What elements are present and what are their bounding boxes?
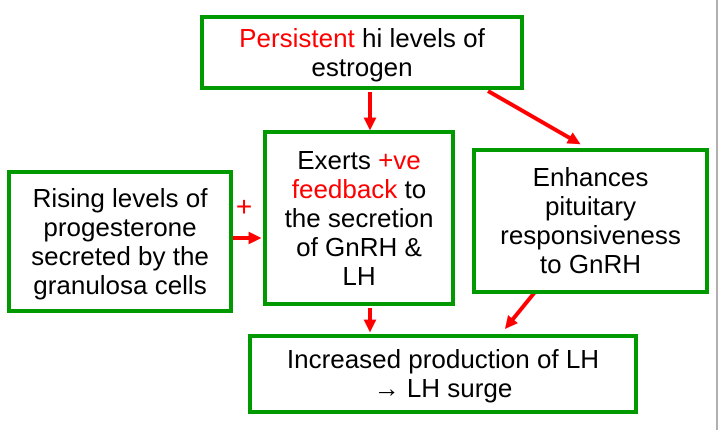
box-estrogen: Persistent hi levels of estrogen (200, 15, 524, 90)
arrow-pituitary-to-lhsurge (504, 290, 537, 329)
text-line: responsiveness (500, 221, 681, 250)
arrow-estrogen-to-pituitary (487, 89, 581, 145)
box-positive-feedback: Exerts +ve feedback to the secretion of … (263, 130, 455, 306)
text-segment: +ve (378, 144, 421, 175)
text-segment: secreted by the (31, 240, 209, 271)
text-segment: Exerts (297, 144, 379, 175)
text-segment: to GnRH (539, 249, 642, 279)
text-segment: feedback (291, 173, 398, 204)
box-pituitary-responsiveness: Enhances pituitary responsiveness to GnR… (472, 148, 709, 294)
text-segment: Increased production of LH (286, 344, 600, 374)
text-segment: → LH surge (373, 373, 513, 403)
text-segment: Enhances (532, 162, 649, 192)
text-segment: Persistent (239, 22, 362, 53)
box-progesterone: Rising levels of progesterone secreted b… (7, 170, 233, 313)
text-line: Exerts +ve (297, 144, 421, 175)
text-line: → LH surge (374, 374, 513, 403)
text-segment: LH (342, 260, 376, 291)
text-line: of GnRH & (296, 231, 422, 262)
text-segment: estrogen (311, 51, 413, 82)
text-line: to GnRH (540, 250, 641, 279)
slide-edge-line (716, 0, 718, 430)
text-line: LH (342, 260, 376, 291)
text-line: progesterone (43, 211, 197, 242)
text-line: feedback to (291, 173, 427, 204)
text-line: granulosa cells (33, 269, 207, 300)
text-line: Increased production of LH (287, 345, 599, 374)
plus-sign-label: + (235, 191, 253, 222)
text-segment: Rising levels of (32, 182, 208, 213)
text-line: Persistent hi levels of (239, 22, 485, 53)
text-segment: granulosa cells (33, 269, 207, 300)
text-line: estrogen (311, 51, 413, 82)
text-line: secreted by the (31, 240, 209, 271)
text-line: the secretion (284, 202, 434, 233)
text-segment: progesterone (43, 211, 197, 242)
text-segment: the secretion (284, 202, 434, 233)
text-line: pituitary (545, 192, 636, 221)
box-lh-surge: Increased production of LH → LH surge (248, 334, 638, 414)
text-segment: pituitary (544, 191, 637, 221)
text-line: Enhances (533, 163, 649, 192)
text-line: Rising levels of (32, 182, 208, 213)
text-segment: responsiveness (500, 220, 681, 250)
text-segment: of GnRH & (296, 231, 422, 262)
text-segment: hi levels of (361, 22, 485, 53)
text-segment: to (397, 173, 427, 204)
